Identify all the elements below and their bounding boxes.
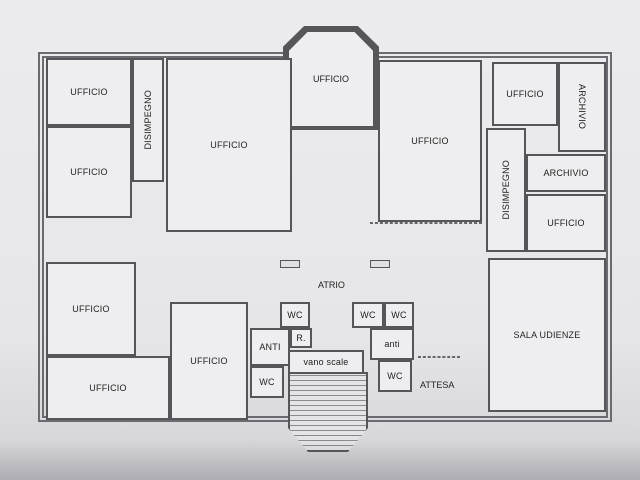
- label-atrio: ATRIO: [318, 280, 345, 290]
- room-disimpegno-right: DISIMPEGNO: [486, 128, 526, 252]
- room-wc-3: WC: [352, 302, 384, 328]
- room-ufficio-left-4: UFFICIO: [46, 356, 170, 420]
- room-wc-1: WC: [280, 302, 310, 328]
- room-anti-left: ANTI: [250, 328, 290, 366]
- room-wc-2: WC: [250, 366, 284, 398]
- room-sala-udienze: SALA UDIENZE: [488, 258, 606, 412]
- room-ufficio-top-center: UFFICIO: [289, 32, 373, 126]
- column: [280, 260, 300, 268]
- room-anti-right: anti: [370, 328, 414, 360]
- room-wc-5: WC: [378, 360, 412, 392]
- room-ufficio-top-right: UFFICIO: [492, 62, 558, 126]
- room-archivio: ARCHIVIO: [526, 154, 606, 192]
- room-disimpegno-left: DISIMPEGNO: [132, 58, 164, 182]
- staircase: [288, 372, 368, 452]
- dashed-line: [370, 222, 482, 224]
- room-ufficio-big-left: UFFICIO: [166, 58, 292, 232]
- room-ufficio-right: UFFICIO: [526, 194, 606, 252]
- room-ufficio-left-3: UFFICIO: [46, 262, 136, 356]
- room-wc-4: WC: [384, 302, 414, 328]
- room-ufficio-1: UFFICIO: [46, 58, 132, 126]
- room-ufficio-bottom: UFFICIO: [170, 302, 248, 420]
- room-ufficio-2: UFFICIO: [46, 126, 132, 218]
- column: [370, 260, 390, 268]
- dashed-line: [418, 356, 460, 358]
- room-ufficio-big-right: UFFICIO: [378, 60, 482, 222]
- room-archivio-vertical: ARCHIVIO: [558, 62, 606, 152]
- room-vano-scale: vano scale: [288, 350, 364, 374]
- label-attesa: ATTESA: [420, 380, 455, 390]
- room-r: R.: [290, 328, 312, 348]
